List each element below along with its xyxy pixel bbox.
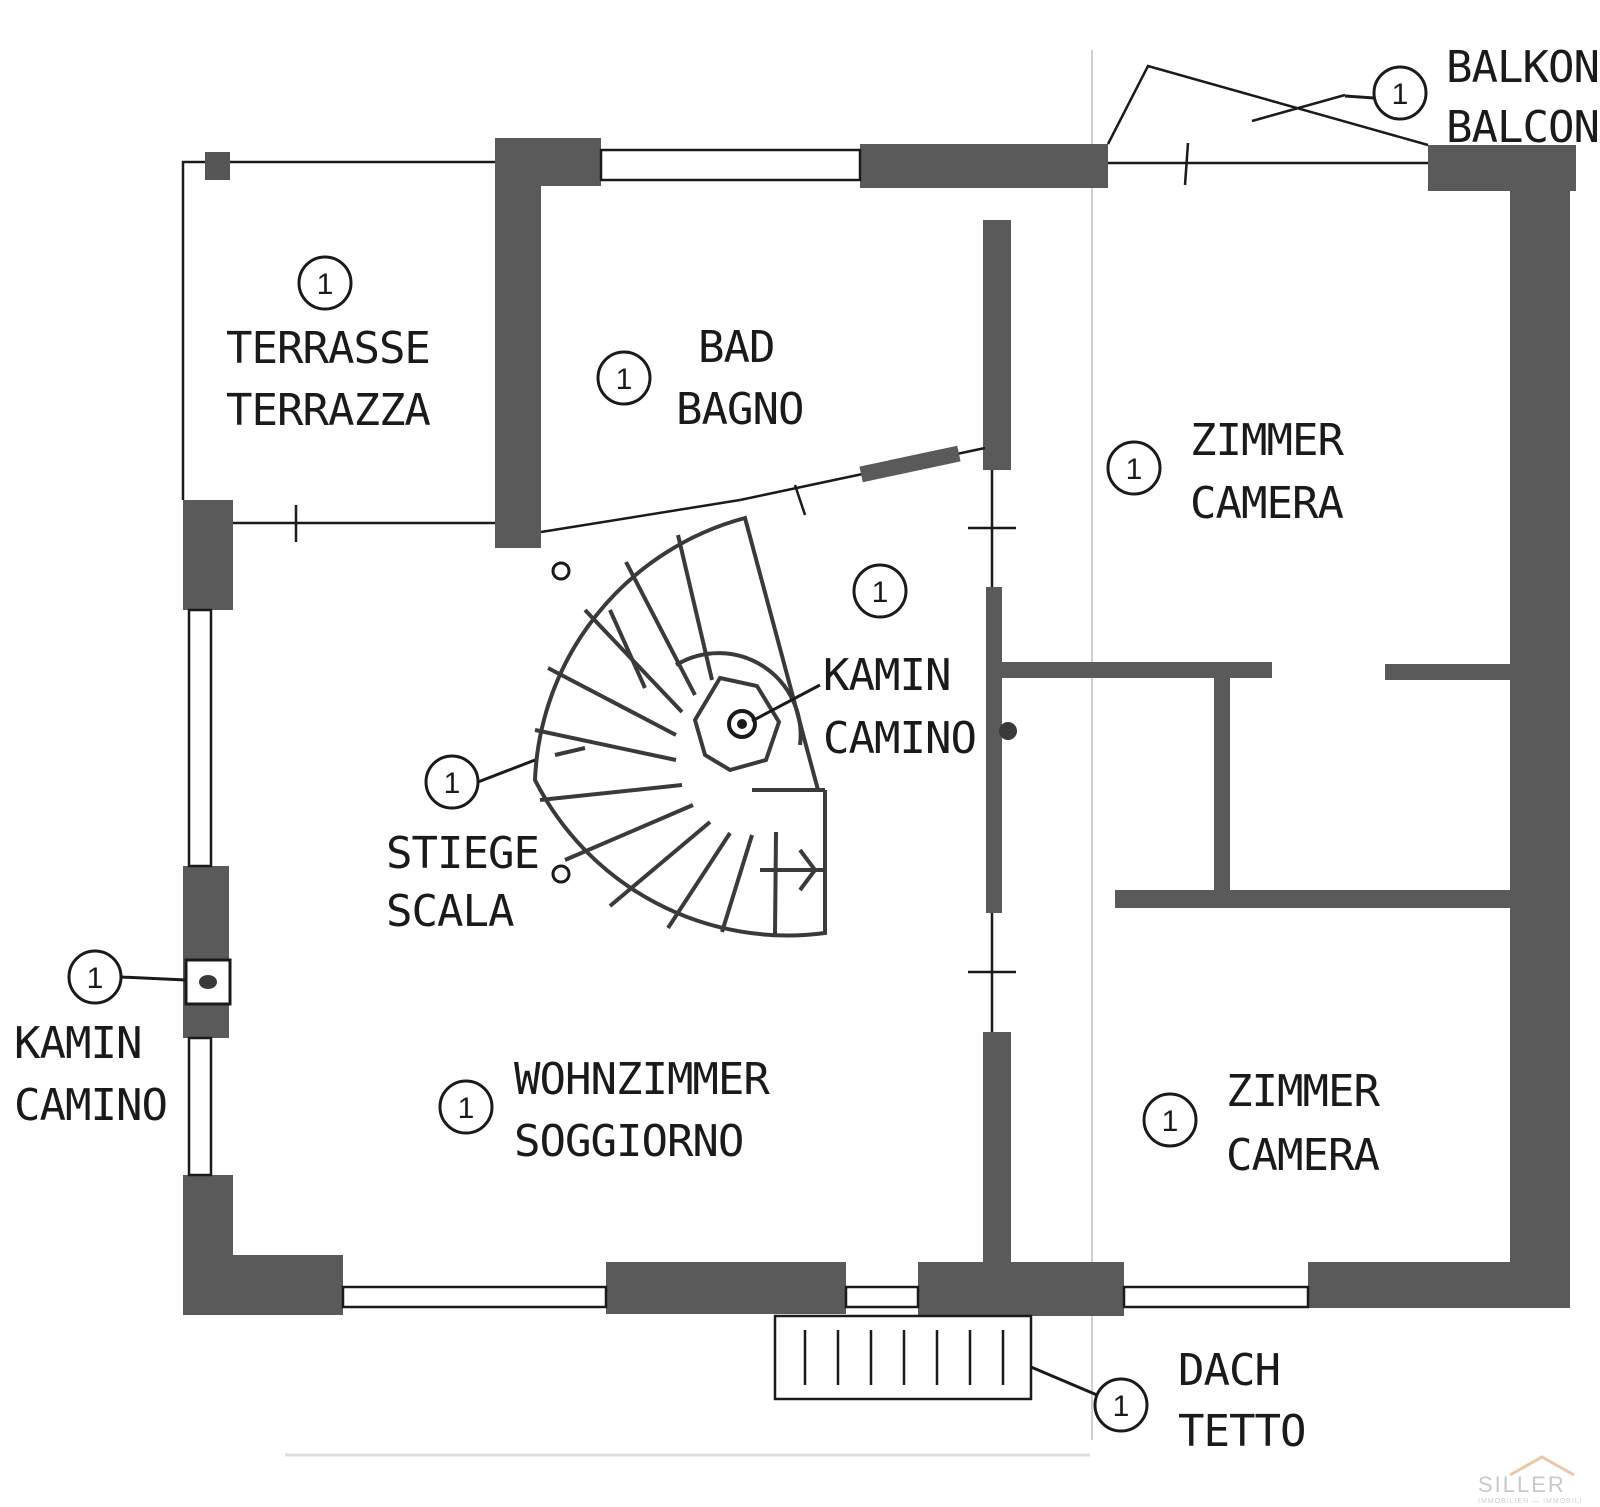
siller-logo: SILLER IMMOBILIEN — IMMOBILI (1478, 1455, 1583, 1505)
svg-text:TETTO: TETTO (1178, 1406, 1305, 1457)
svg-text:1: 1 (1113, 1390, 1130, 1423)
svg-text:1: 1 (444, 767, 461, 800)
post-marker (551, 864, 571, 884)
svg-text:KAMIN: KAMIN (14, 1018, 141, 1069)
svg-text:IMMOBILIEN — IMMOBILI: IMMOBILIEN — IMMOBILI (1478, 1498, 1583, 1505)
label-bad: 1 BAD BAGNO (596, 322, 804, 435)
label-kamin-center: 1 KAMIN CAMINO (751, 563, 977, 764)
svg-text:TERRAZZA: TERRAZZA (226, 385, 430, 436)
svg-text:ZIMMER: ZIMMER (1190, 415, 1344, 466)
svg-text:CAMERA: CAMERA (1226, 1130, 1379, 1181)
svg-text:STIEGE: STIEGE (386, 828, 539, 879)
svg-text:CAMERA: CAMERA (1190, 478, 1343, 529)
svg-text:1: 1 (616, 363, 633, 396)
door-knob (999, 722, 1017, 740)
windows (187, 148, 1310, 1309)
svg-text:1: 1 (872, 576, 889, 609)
svg-text:KAMIN: KAMIN (823, 650, 950, 701)
chimney-flue (727, 709, 757, 739)
svg-text:1: 1 (458, 1092, 475, 1125)
svg-text:TERRASSE: TERRASSE (226, 323, 430, 374)
label-wohnzimmer: 1 WOHNZIMMER SOGGIORNO (438, 1054, 771, 1167)
label-zimmer-bottom: 1 ZIMMER CAMERA (1142, 1066, 1381, 1181)
label-kamin-left: 1 KAMIN CAMINO (14, 949, 187, 1131)
label-balkon: 1 BALKON BALCON (1344, 42, 1600, 153)
label-zimmer-top: 1 ZIMMER CAMERA (1106, 415, 1345, 529)
svg-text:WOHNZIMMER: WOHNZIMMER (514, 1054, 770, 1105)
svg-text:BALCON: BALCON (1446, 102, 1599, 153)
post-marker (551, 561, 571, 581)
walls (181, 138, 1576, 1316)
balcony-outline (1106, 64, 1429, 147)
svg-text:BAD: BAD (698, 322, 774, 373)
house-roof-icon (1509, 1455, 1575, 1477)
svg-text:1: 1 (317, 268, 334, 301)
roof-steps (773, 1314, 1033, 1401)
doors (233, 142, 1428, 1032)
svg-text:1: 1 (1162, 1105, 1179, 1138)
spiral-staircase (532, 515, 827, 938)
svg-text:BAGNO: BAGNO (676, 384, 803, 435)
svg-text:BALKON: BALKON (1446, 42, 1599, 93)
svg-text:CAMINO: CAMINO (14, 1080, 167, 1131)
svg-text:DACH: DACH (1178, 1345, 1280, 1396)
svg-text:1: 1 (87, 962, 104, 995)
label-dach: 1 DACH TETTO (1030, 1345, 1306, 1457)
svg-text:1: 1 (1392, 78, 1409, 111)
corner-marker (205, 152, 230, 180)
svg-text:ZIMMER: ZIMMER (1226, 1066, 1380, 1117)
svg-text:SILLER: SILLER (1478, 1472, 1566, 1497)
label-terrasse: 1 TERRASSE TERRAZZA (226, 255, 431, 436)
svg-text:SCALA: SCALA (386, 886, 514, 937)
label-stiege: 1 STIEGE SCALA (386, 754, 540, 937)
svg-text:CAMINO: CAMINO (823, 713, 976, 764)
svg-text:SOGGIORNO: SOGGIORNO (514, 1116, 743, 1167)
svg-text:1: 1 (1126, 453, 1143, 486)
